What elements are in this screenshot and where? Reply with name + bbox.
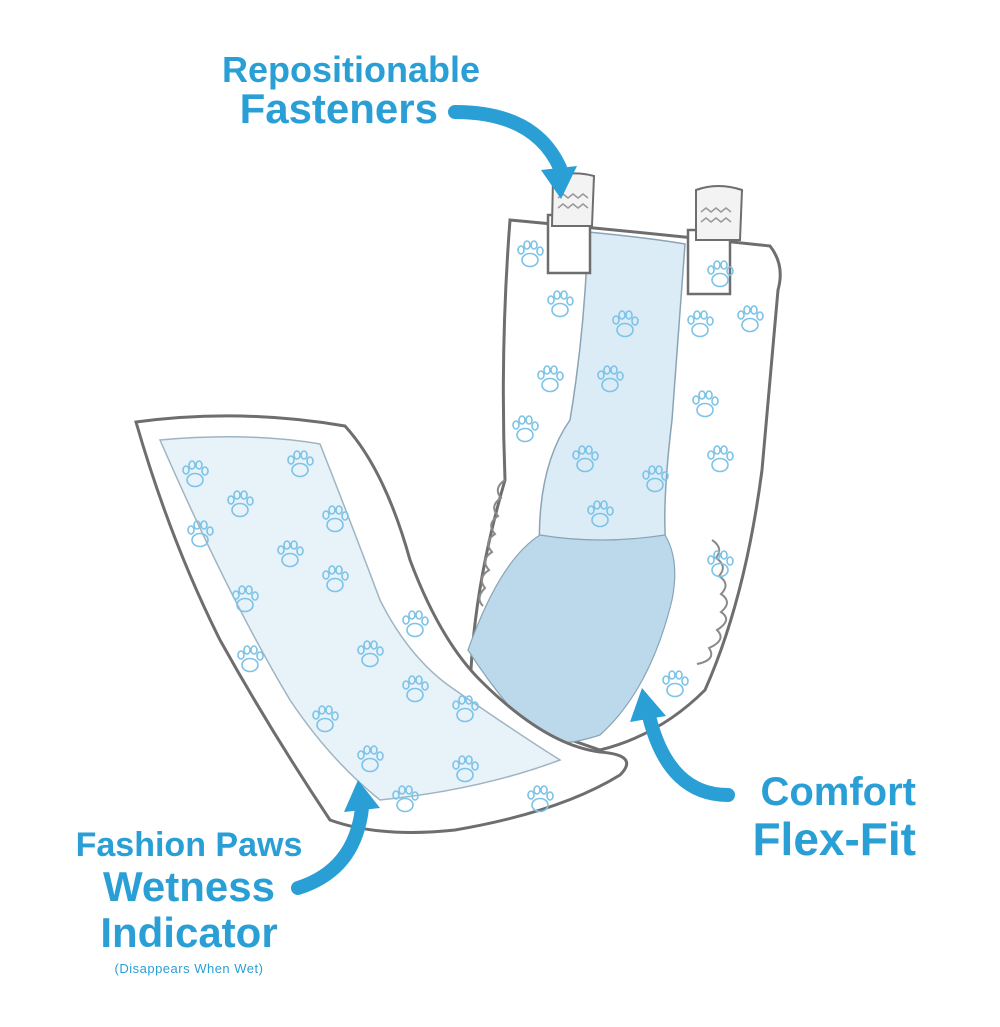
callout-note: (Disappears When Wet) bbox=[114, 961, 264, 976]
wetness-arrow bbox=[291, 780, 380, 895]
ruffle-left bbox=[478, 479, 506, 607]
callout-heading: Indicator bbox=[100, 909, 278, 956]
callout-heading: Fasteners bbox=[239, 85, 438, 132]
flex-fit-arrow bbox=[630, 688, 735, 802]
flex-fit-callout: Comfort Flex-Fit bbox=[738, 772, 916, 862]
left-fastener-tab bbox=[546, 172, 596, 275]
callout-heading: Flex-Fit bbox=[752, 813, 916, 865]
callout-line: Repositionable bbox=[221, 49, 480, 90]
callout-line: Comfort bbox=[760, 770, 916, 814]
callout-heading: Wetness bbox=[103, 863, 275, 910]
callout-line: Fashion Paws bbox=[75, 826, 303, 864]
wetness-indicator-callout: Fashion Paws Wetness Indicator (Disappea… bbox=[58, 828, 320, 975]
fasteners-arrow bbox=[448, 105, 577, 199]
fasteners-callout: Repositionable Fasteners bbox=[170, 52, 480, 130]
right-fastener-tab bbox=[686, 185, 744, 296]
